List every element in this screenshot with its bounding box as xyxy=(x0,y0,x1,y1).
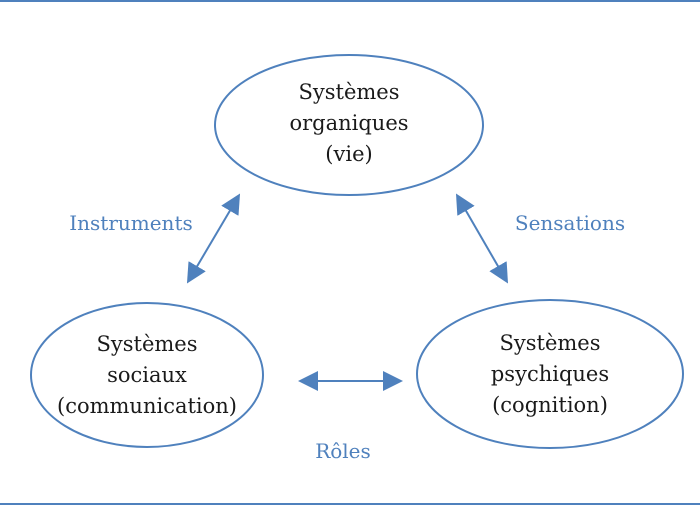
node-social-systems: Systèmes sociaux (communication) xyxy=(30,302,264,448)
node-psychic-line-2: psychiques xyxy=(491,362,609,386)
node-psychic-line-3: (cognition) xyxy=(492,393,608,417)
top-rule xyxy=(0,0,700,2)
node-social-ellipse xyxy=(30,302,264,448)
label-roles: Rôles xyxy=(315,439,371,463)
arrow-organic-psychic xyxy=(455,193,509,284)
node-social-line-3: (communication) xyxy=(57,394,237,418)
arrow-organic-social xyxy=(186,193,241,284)
node-social-line-1: Systèmes xyxy=(96,332,197,356)
node-organic-line-1: Systèmes xyxy=(298,80,399,104)
node-organic-ellipse xyxy=(214,54,484,196)
node-organic-systems: Systèmes organiques (vie) xyxy=(214,54,484,196)
node-psychic-systems: Systèmes psychiques (cognition) xyxy=(416,299,684,449)
node-organic-line-3: (vie) xyxy=(325,142,372,166)
label-instruments: Instruments xyxy=(69,211,193,235)
bottom-rule xyxy=(0,503,700,505)
label-sensations: Sensations xyxy=(515,211,625,235)
node-psychic-line-1: Systèmes xyxy=(499,331,600,355)
node-social-line-2: sociaux xyxy=(107,363,187,387)
node-organic-line-2: organiques xyxy=(289,111,408,135)
node-psychic-ellipse xyxy=(416,299,684,449)
